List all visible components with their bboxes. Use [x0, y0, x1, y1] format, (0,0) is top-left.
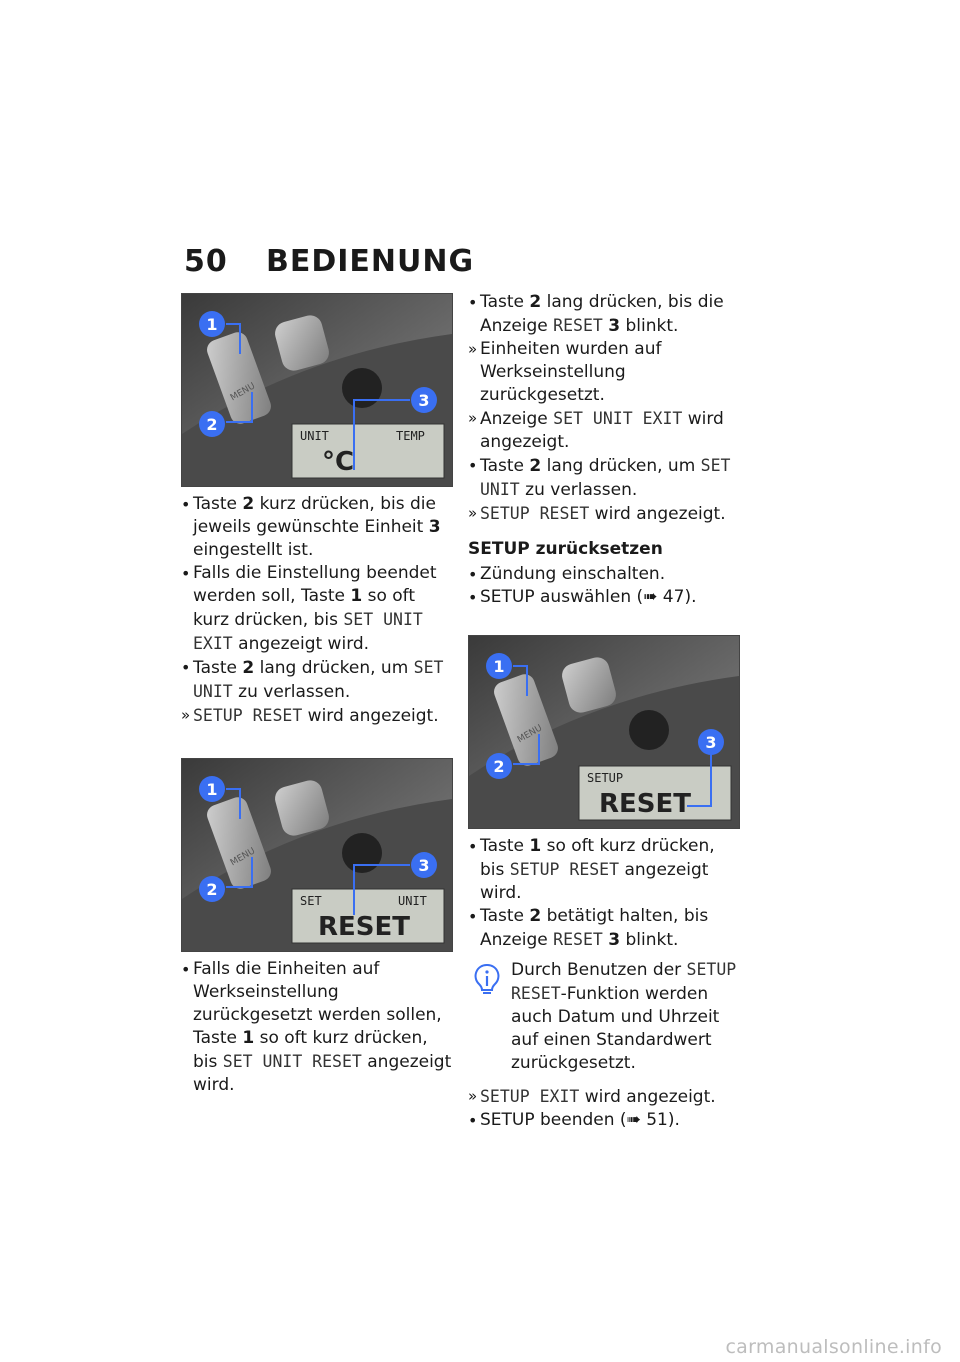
result-item: SETUP EXIT wird angezeigt. — [468, 1085, 740, 1109]
list-item: Taste 1 so oft kurz drücken, bis SETUP R… — [468, 835, 740, 905]
display-main: °C — [322, 447, 354, 477]
display-top-right: TEMP — [396, 429, 425, 443]
page-ref-link[interactable]: 51). — [640, 1110, 680, 1130]
bullet-icon — [181, 562, 193, 587]
list-item: Taste 2 lang drücken, um SET UNIT zu ver… — [468, 454, 740, 502]
display-main: RESET — [318, 912, 410, 942]
callout-1: 1 — [206, 780, 217, 799]
callout-3: 3 — [418, 856, 429, 875]
callout-3: 3 — [418, 391, 429, 410]
page-ref-arrow-icon: ➠ — [626, 1110, 641, 1130]
callout-1: 1 — [493, 657, 504, 676]
figure-set-unit-reset: SET UNIT RESET MENU 1 2 3 — [181, 758, 453, 952]
callout-2: 2 — [206, 415, 217, 434]
right-column: Taste 2 lang drücken, bis die Anzeige RE… — [468, 291, 740, 1132]
bullet-icon — [468, 1109, 480, 1134]
list-item: SETUP beenden (➠ 51). — [468, 1109, 740, 1132]
list-item: Taste 2 lang drücken, um SET UNIT zu ver… — [181, 656, 453, 704]
list-item: Zündung einschalten. — [468, 563, 740, 586]
page-ref-link[interactable]: 47). — [657, 587, 697, 607]
result-item: SETUP RESET wird angezeigt. — [468, 502, 740, 526]
page-number: 50 — [184, 244, 228, 279]
list-item: Taste 2 betätigt halten, bis Anzeige RES… — [468, 905, 740, 952]
info-note: Durch Benutzen der SETUP RESET-Funktion … — [468, 958, 740, 1075]
callout-3: 3 — [705, 733, 716, 752]
figure-unit-temp: UNIT TEMP °C MENU 1 2 3 — [181, 293, 453, 487]
callout-2: 2 — [206, 880, 217, 899]
bullet-icon — [181, 493, 193, 518]
display-top-left: UNIT — [300, 429, 329, 443]
bullet-icon — [468, 905, 480, 930]
bullet-icon — [468, 291, 480, 316]
display-top-left: SET — [300, 894, 322, 908]
result-arrow-icon — [468, 407, 480, 431]
result-item: SETUP RESET wird angezeigt. — [181, 704, 453, 728]
list-item: Taste 2 kurz drücken, bis die jeweils ge… — [181, 493, 453, 562]
result-arrow-icon — [181, 704, 193, 728]
bullet-icon — [468, 563, 480, 588]
list-item: Falls die Einheiten auf Werkseinstellung… — [181, 958, 453, 1097]
result-item: Einheiten wurden auf Werkseinstellung zu… — [468, 338, 740, 407]
info-icon — [474, 963, 500, 994]
page-title: BEDIENUNG — [266, 244, 475, 279]
bullet-icon — [181, 958, 193, 983]
section-heading: SETUP zurücksetzen — [468, 539, 663, 559]
figure-setup-reset: SETUP RESET MENU 1 2 3 — [468, 635, 740, 829]
display-top-left: SETUP — [587, 771, 623, 785]
result-arrow-icon — [468, 338, 480, 362]
display-main: RESET — [599, 789, 691, 819]
display-top-right: UNIT — [398, 894, 427, 908]
result-arrow-icon — [468, 1085, 480, 1109]
watermark: carmanualsonline.info — [725, 1336, 942, 1358]
result-arrow-icon — [468, 502, 480, 526]
callout-1: 1 — [206, 315, 217, 334]
callout-2: 2 — [493, 757, 504, 776]
result-item: Anzeige SET UNIT EXIT wird angezeigt. — [468, 407, 740, 454]
bullet-icon — [468, 586, 480, 611]
list-item: Taste 2 lang drücken, bis die Anzeige RE… — [468, 291, 740, 338]
bullet-icon — [468, 454, 480, 479]
page-header: 50 BEDIENUNG — [184, 244, 474, 280]
list-item: Falls die Einstellung beendet werden sol… — [181, 562, 453, 656]
bullet-icon — [181, 656, 193, 681]
left-column: UNIT TEMP °C MENU 1 2 3 Taste 2 kurz drü… — [181, 293, 453, 1097]
list-item: SETUP auswählen (➠ 47). — [468, 586, 740, 609]
bullet-icon — [468, 835, 480, 860]
page-ref-arrow-icon: ➠ — [643, 587, 658, 607]
